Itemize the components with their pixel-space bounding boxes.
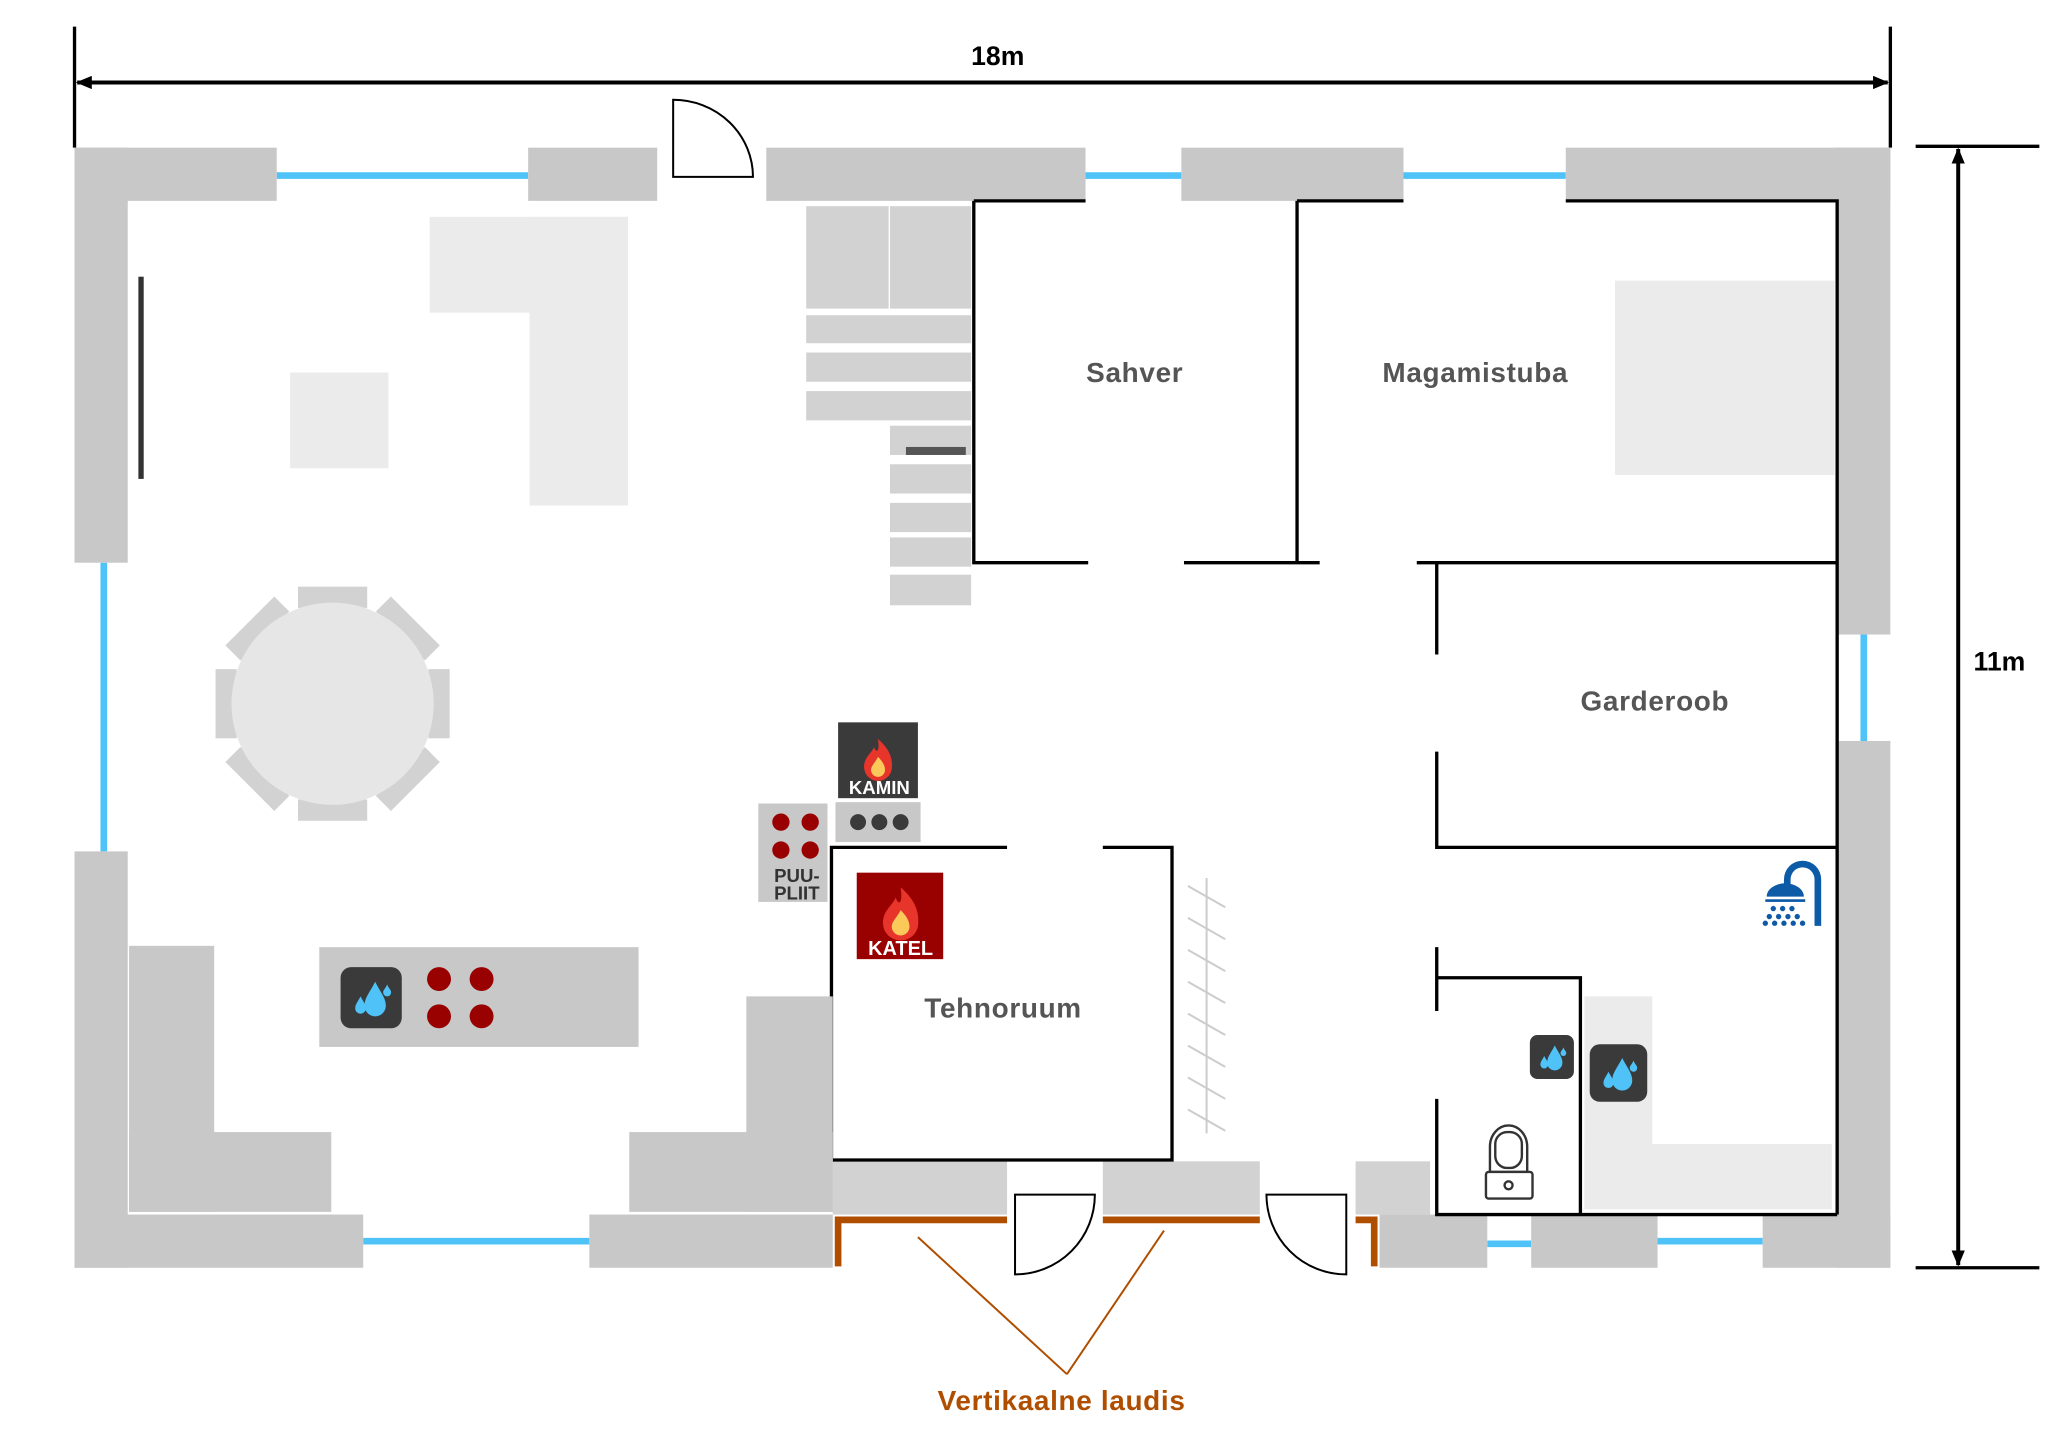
puupliit-label-2: PLIIT [774, 882, 820, 903]
water-drop-icon [1589, 1044, 1648, 1102]
cladding-label: Vertikaalne laudis [938, 1385, 1186, 1416]
kitchen-counters [129, 945, 833, 1212]
water-drop-icon [340, 967, 402, 1029]
shower-icon [1762, 860, 1822, 926]
room-label-garderoob: Garderoob [1581, 685, 1730, 716]
kitchen-island [319, 947, 639, 1047]
dining-table [215, 586, 450, 821]
radiator [1187, 877, 1226, 1134]
room-label-tehnoruum: Tehnoruum [924, 993, 1081, 1024]
coffee-table [290, 372, 389, 469]
room-label-magamistuba: Magamistuba [1382, 357, 1568, 388]
interior-walls [829, 199, 1839, 1217]
width-label: 18m [971, 41, 1024, 71]
kamin-label: KAMIN [849, 777, 910, 798]
windows [100, 172, 1868, 1248]
staircase [806, 206, 972, 606]
fireplace: KAMIN [835, 722, 921, 843]
boiler: KATEL [856, 872, 944, 960]
water-drop-icon [1529, 1034, 1574, 1080]
sofa [429, 216, 628, 506]
door-icon[interactable] [672, 98, 754, 178]
room-label-sahver: Sahver [1086, 357, 1183, 388]
wood-stove: PUU- PLIIT [758, 803, 828, 903]
door-icon[interactable] [1014, 1193, 1096, 1276]
toilet-icon [1484, 1124, 1534, 1200]
tv [138, 276, 144, 479]
bed [1614, 280, 1835, 475]
puupliit-label-1: PUU- [774, 865, 820, 886]
katel-label: KATEL [868, 938, 933, 960]
bathroom-counter [1584, 996, 1832, 1210]
vertical-cladding [834, 1216, 1378, 1375]
width-dimension: 18m [72, 26, 1893, 148]
height-dimension: 11m [1915, 144, 2040, 1270]
height-label: 11m [1974, 646, 2026, 676]
stove-icon [427, 967, 494, 1029]
exterior-walls [74, 147, 1891, 1268]
door-icon[interactable] [1265, 1193, 1348, 1276]
